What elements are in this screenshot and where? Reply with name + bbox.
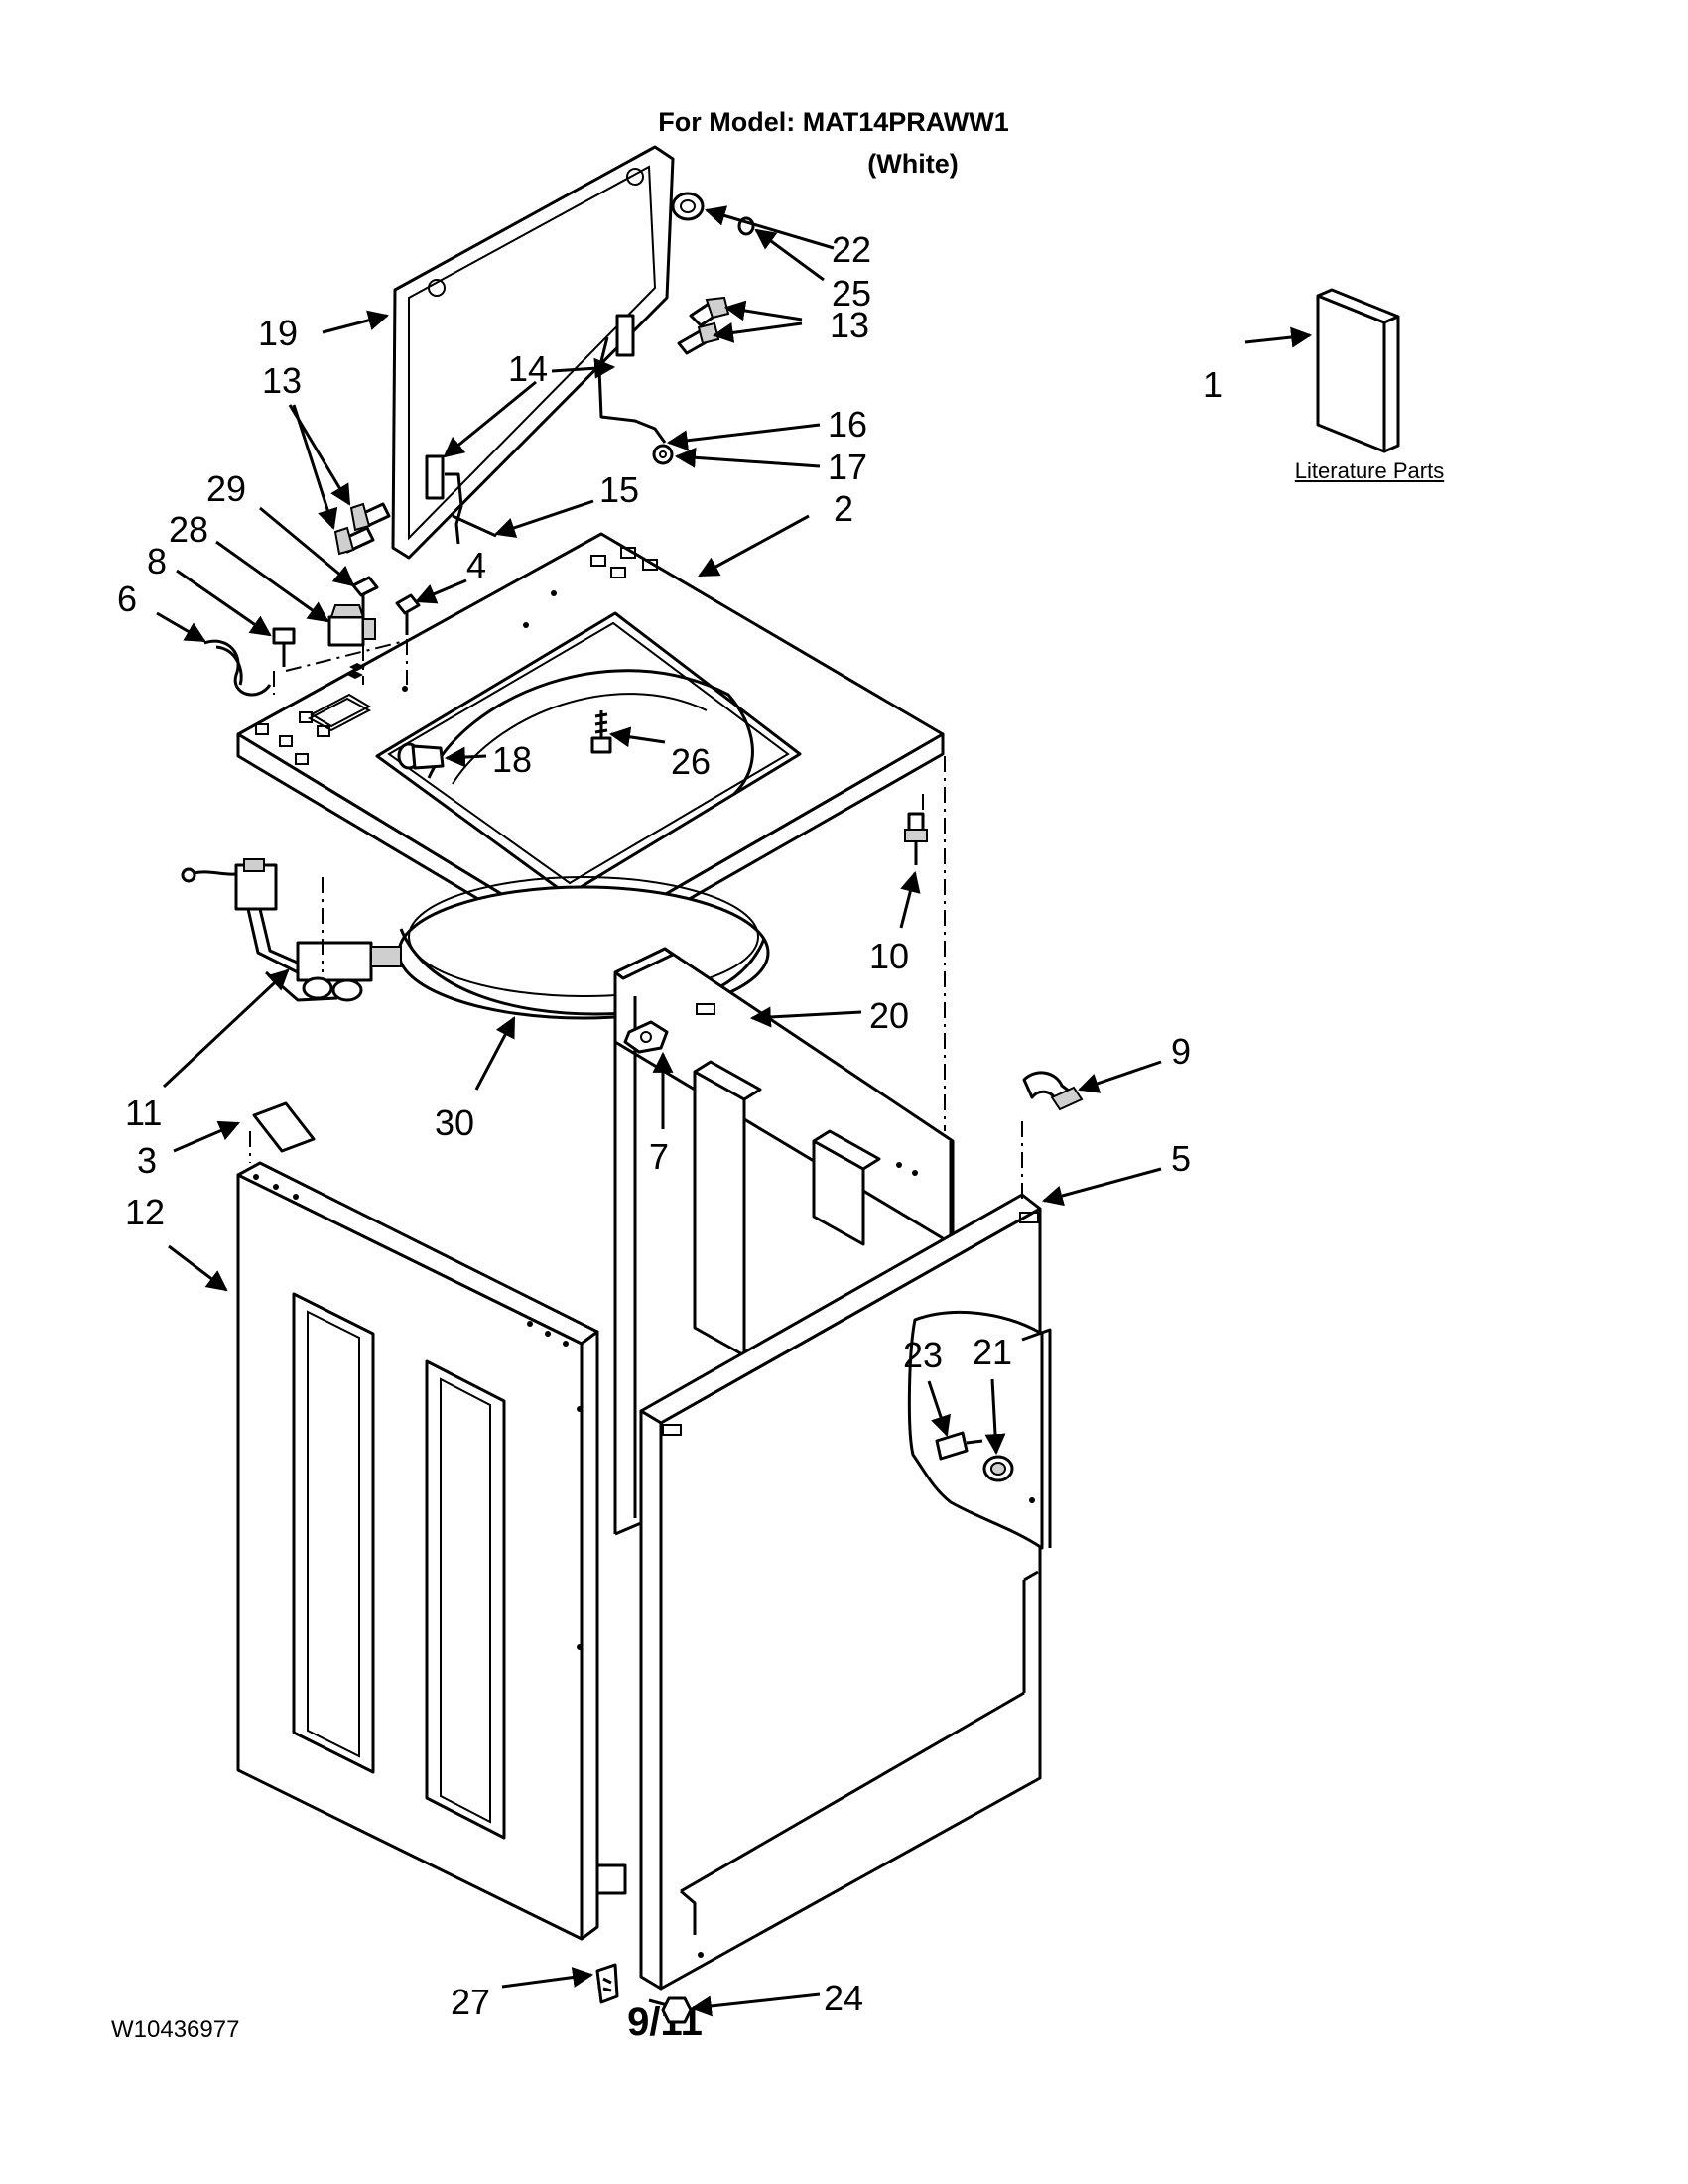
callout-18: 18 xyxy=(492,739,532,780)
callout-10: 10 xyxy=(869,936,909,976)
tub-screw xyxy=(590,710,612,754)
literature-parts-label: Literature Parts xyxy=(1294,458,1445,483)
pivot-pin xyxy=(904,812,928,865)
callout-22: 22 xyxy=(832,229,871,270)
callout-15: 15 xyxy=(599,469,639,510)
model-title: For Model: MAT14PRAWW1 xyxy=(658,107,1009,137)
callout-27: 27 xyxy=(451,1982,490,2022)
literature-booklet xyxy=(1316,288,1400,453)
callout-30: 30 xyxy=(435,1102,474,1143)
pad xyxy=(252,1101,316,1153)
callout-19: 19 xyxy=(258,313,298,353)
callout-23: 23 xyxy=(903,1335,943,1375)
callout-21: 21 xyxy=(973,1332,1012,1372)
callout-3: 3 xyxy=(137,1140,157,1181)
callout-7: 7 xyxy=(649,1136,669,1177)
callout-9: 9 xyxy=(1171,1031,1191,1072)
callout-13-left: 13 xyxy=(262,360,302,401)
callout-4: 4 xyxy=(466,545,486,585)
lid-switch-area xyxy=(203,576,421,728)
panel-nut xyxy=(623,1020,669,1054)
callout-12: 12 xyxy=(125,1192,165,1232)
cabinet-frame xyxy=(613,947,955,1536)
callout-28: 28 xyxy=(169,509,208,550)
callout-29: 29 xyxy=(206,468,246,509)
top-cover xyxy=(236,532,945,963)
spring-bracket xyxy=(1022,1071,1084,1111)
callout-24: 24 xyxy=(824,1978,863,2018)
front-panel xyxy=(639,1193,1052,1991)
bottom-screw xyxy=(648,1996,693,2024)
callout-16: 16 xyxy=(828,404,867,445)
callout-14: 14 xyxy=(508,348,548,389)
left-side-panel xyxy=(236,1161,627,1941)
bottom-clip xyxy=(595,1963,619,2004)
hinge-screws-left xyxy=(333,502,391,556)
callout-5: 5 xyxy=(1171,1138,1191,1179)
fill-nozzle xyxy=(397,742,445,770)
document-code: W10436977 xyxy=(111,2016,240,2043)
model-color: (White) xyxy=(867,149,959,179)
callout-17: 17 xyxy=(828,447,867,487)
bushing-and-plug xyxy=(671,192,755,236)
callout-1: 1 xyxy=(1203,364,1223,405)
alignment-lines xyxy=(249,639,1023,1201)
callout-11: 11 xyxy=(125,1092,162,1133)
callout-26: 26 xyxy=(671,741,711,782)
leader-lines xyxy=(156,205,1313,2017)
water-valve xyxy=(181,858,402,1002)
callout-2: 2 xyxy=(834,488,853,529)
callout-20: 20 xyxy=(869,995,909,1036)
callout-6: 6 xyxy=(117,578,137,619)
cutaway-hardware xyxy=(935,1431,1014,1482)
callout-8: 8 xyxy=(147,541,167,581)
callout-numbers: 1 2 3 4 5 6 7 8 9 10 11 12 13 13 14 15 1… xyxy=(117,229,1223,2022)
callout-13-right: 13 xyxy=(830,305,869,345)
callout-25: 25 xyxy=(832,273,871,314)
